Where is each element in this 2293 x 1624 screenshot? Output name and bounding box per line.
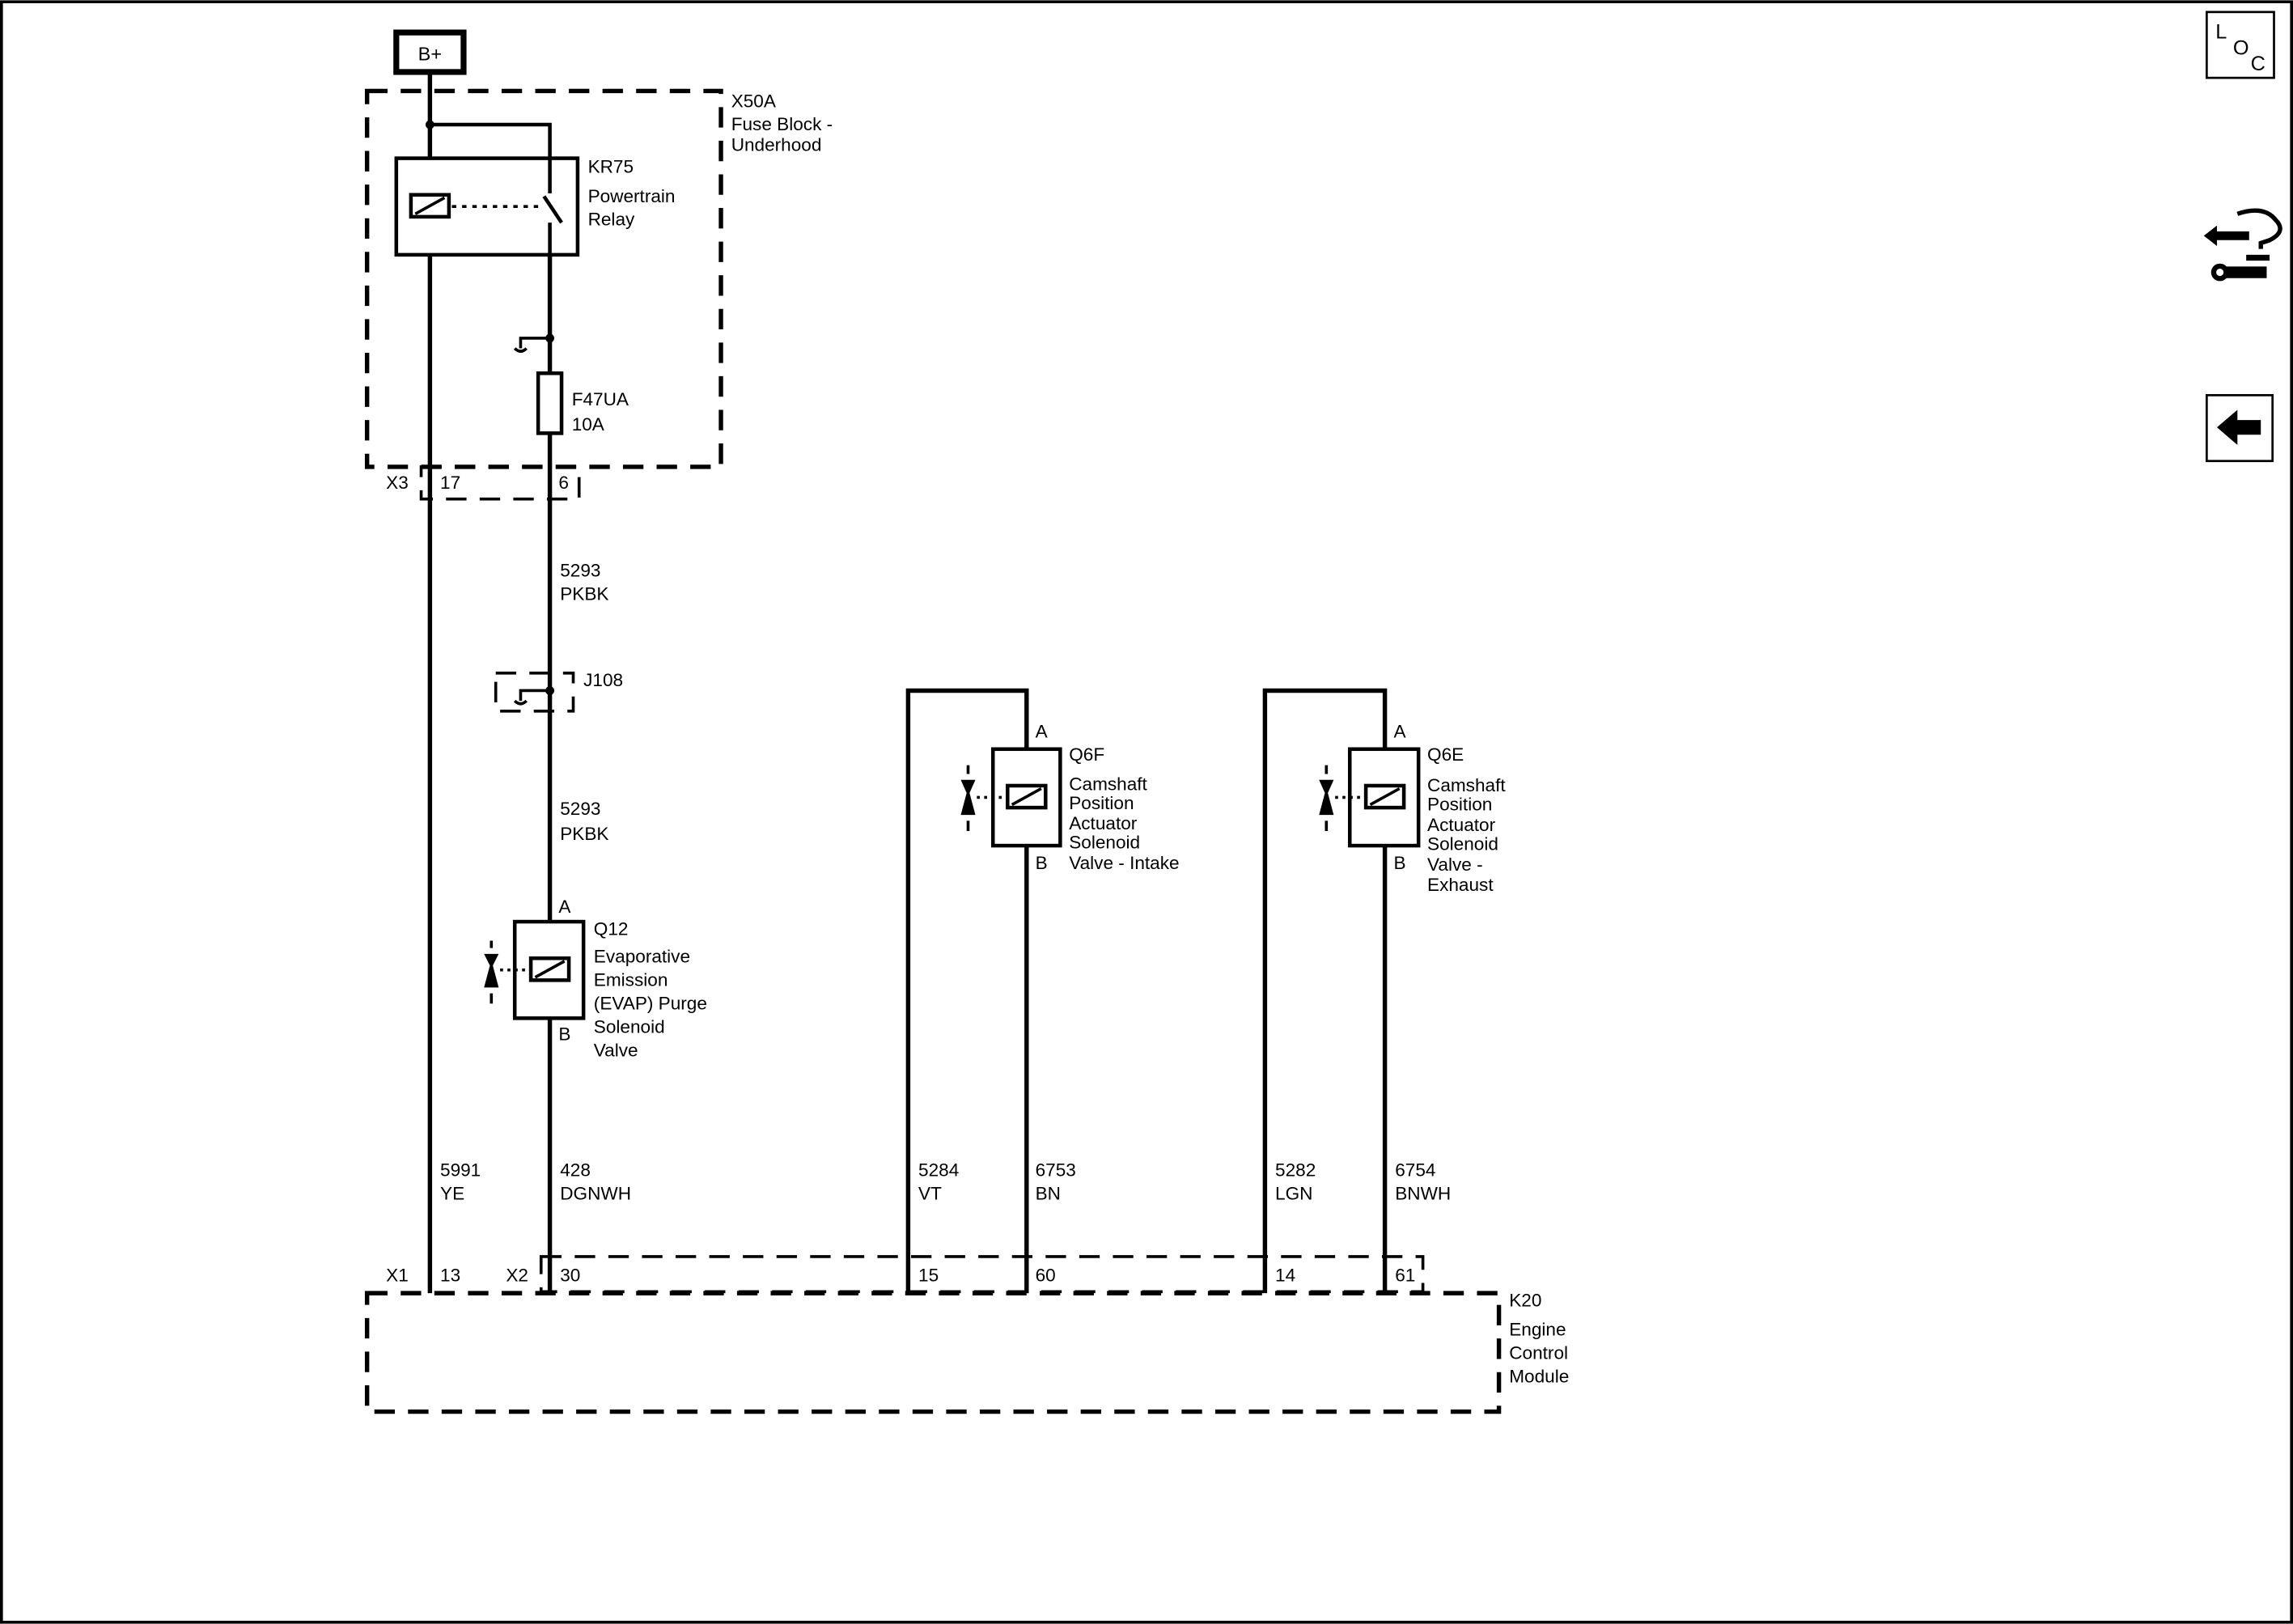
wire-upper-color: PKBK (560, 583, 608, 604)
splice-tap-hook (513, 347, 528, 353)
wire-label-color: DGNWH (560, 1183, 631, 1203)
wire-label-color: BNWH (1395, 1183, 1451, 1203)
valve-flow-icon (960, 779, 976, 816)
x3-label: X3 (386, 473, 409, 493)
component-navigation-icon (2203, 208, 2282, 282)
fuse-block-boundary (364, 88, 723, 469)
ecm-pin: 13 (440, 1266, 460, 1286)
evap-name-0: Evaporative (594, 947, 690, 967)
splice-dot (545, 333, 555, 343)
powertrain-relay (394, 156, 580, 257)
wire-lower-color: PKBK (560, 824, 608, 844)
x2-label: X2 (506, 1266, 528, 1286)
intake-name-2: Actuator (1069, 813, 1138, 833)
intake-name-0: Camshaft (1069, 774, 1147, 794)
ecm-pin: 60 (1036, 1266, 1056, 1286)
evap-name-2: (EVAP) Purge (594, 993, 707, 1013)
evap-pin-b: B (558, 1024, 570, 1044)
splice-ref: J108 (583, 670, 623, 690)
ecm-name-2: Control (1509, 1342, 1568, 1363)
loc-o: O (2233, 36, 2249, 59)
intake-ref: Q6F (1069, 744, 1104, 765)
ecm-boundary (364, 1291, 1502, 1414)
battery-supply: B+ (393, 29, 467, 75)
wire-label-circuit: 428 (560, 1160, 591, 1181)
ecm-pin: 14 (1275, 1266, 1295, 1286)
back-arrow-icon (2217, 409, 2261, 445)
x1-label: X1 (386, 1266, 409, 1286)
wire-label-circuit: 6754 (1395, 1160, 1435, 1181)
fuse-block-ref: X50A (731, 91, 777, 111)
fuse-f47ua (536, 371, 564, 435)
ecm-pin: 30 (560, 1266, 580, 1286)
valve-flow-icon (484, 953, 499, 988)
loc-c: C (2251, 53, 2265, 75)
supply-label: B+ (418, 43, 442, 64)
wire-label-color: VT (918, 1183, 942, 1203)
evap-pin-a: A (558, 897, 571, 917)
evap-purge-solenoid (484, 919, 586, 1020)
exhaust-pin-b: B (1393, 853, 1405, 873)
exhaust-name-5: Exhaust (1427, 875, 1494, 895)
wire-label-circuit: 5282 (1275, 1160, 1316, 1181)
exhaust-name-1: Position (1427, 795, 1492, 815)
intake-name-4: Valve - Intake (1069, 853, 1179, 873)
relay-ref: KR75 (588, 157, 634, 177)
intake-name-1: Position (1069, 793, 1134, 813)
evap-name-1: Emission (594, 970, 668, 990)
exhaust-ref: Q6E (1427, 744, 1464, 765)
wire-label-circuit: 5284 (918, 1160, 959, 1181)
valve-flow-icon (1319, 779, 1334, 816)
wire-label-color: YE (440, 1183, 464, 1203)
wire-label-circuit: 6753 (1036, 1160, 1076, 1181)
loc-l: L (2215, 20, 2227, 43)
evap-ref: Q12 (594, 918, 629, 939)
relay-feed-wire (430, 122, 552, 159)
connector-x3 (419, 465, 581, 501)
splice-dot (425, 120, 434, 129)
ecm-name-3: Module (1509, 1366, 1569, 1386)
location-button[interactable]: L O C (2206, 11, 2275, 79)
fuse-block-name-2: Underhood (731, 135, 822, 155)
wire-label-circuit: 5991 (440, 1160, 481, 1181)
x3-pin-17: 17 (440, 473, 460, 493)
wire-upper-circuit: 5293 (560, 561, 600, 581)
ecm-pin: 61 (1395, 1266, 1415, 1286)
exhaust-name-0: Camshaft (1427, 775, 1506, 795)
exhaust-name-2: Actuator (1427, 815, 1496, 835)
exhaust-pin-a: A (1393, 721, 1406, 741)
wire-5284 (905, 688, 1029, 1294)
relay-name-2: Relay (588, 210, 635, 230)
back-arrow-button[interactable] (2206, 394, 2274, 463)
ecm-name-1: Engine (1509, 1320, 1566, 1340)
wire-lower-circuit: 5293 (560, 799, 600, 819)
exhaust-name-4: Valve - (1427, 854, 1483, 875)
evap-name-3: Solenoid (594, 1016, 665, 1037)
splice-j108 (494, 671, 575, 713)
fuse-ref: F47UA (572, 389, 629, 409)
relay-name-1: Powertrain (588, 186, 676, 206)
evap-name-4: Valve (594, 1040, 638, 1060)
wire-label-color: LGN (1275, 1183, 1312, 1203)
exhaust-name-3: Solenoid (1427, 833, 1498, 854)
splice-tap-icon (519, 337, 550, 349)
ecm-ref: K20 (1509, 1290, 1541, 1310)
component-navigation-button[interactable] (2203, 208, 2282, 282)
ecm-pin: 15 (918, 1266, 939, 1286)
fuse-block-name-1: Fuse Block - (731, 114, 833, 134)
intake-pin-b: B (1036, 853, 1048, 873)
wire-label-color: BN (1036, 1183, 1061, 1203)
fuse-rating: 10A (572, 414, 605, 435)
x3-pin-6: 6 (558, 473, 569, 493)
intake-pin-a: A (1036, 721, 1049, 741)
intake-name-3: Solenoid (1069, 833, 1140, 853)
wire-5282 (1262, 688, 1388, 1294)
